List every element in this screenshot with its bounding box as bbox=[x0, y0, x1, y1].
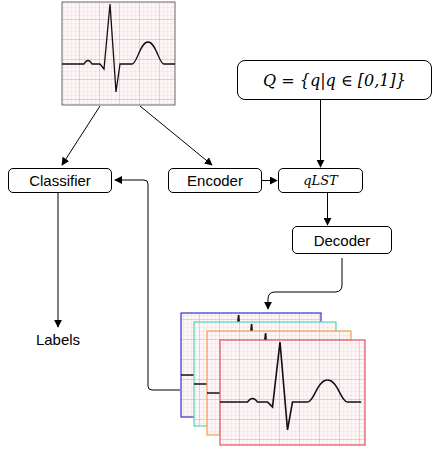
input-ecg bbox=[62, 2, 175, 105]
node-label: Labels bbox=[36, 331, 80, 348]
node-label: qLST bbox=[303, 173, 338, 188]
process-box: Decoder bbox=[292, 226, 392, 254]
connector-arrow bbox=[262, 180, 277, 181]
connector-arrow bbox=[320, 100, 321, 167]
output-label: Labels bbox=[18, 328, 98, 351]
process-box: Classifier bbox=[8, 168, 112, 193]
node-label: Decoder bbox=[314, 232, 371, 249]
connector-arrow bbox=[327, 193, 328, 225]
node-label: Classifier bbox=[29, 172, 91, 189]
ecg-stack bbox=[181, 313, 365, 445]
connector-arrow bbox=[58, 193, 59, 327]
process-box: Encoder bbox=[168, 168, 262, 193]
node-label: Q = {q|q ∈ [0,1]} bbox=[263, 71, 406, 90]
query-set-box: Q = {q|q ∈ [0,1]} bbox=[237, 60, 432, 100]
process-box: qLST bbox=[278, 168, 363, 193]
node-label: Encoder bbox=[187, 172, 243, 189]
